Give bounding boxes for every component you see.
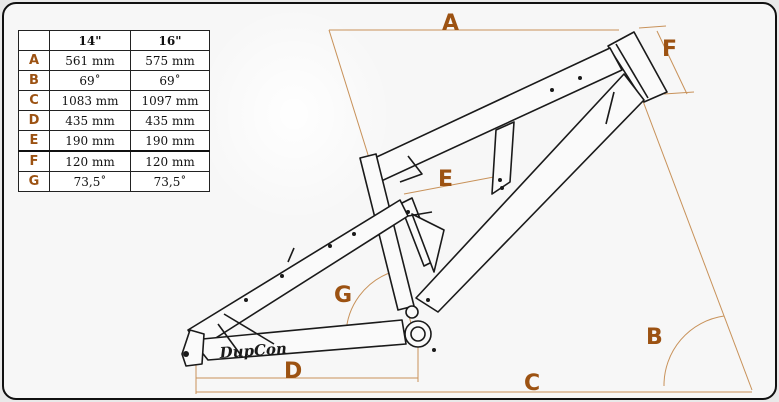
angle-arc-b — [663, 315, 725, 387]
row-key: B — [18, 70, 50, 91]
table-row: F 120 mm 120 mm — [18, 150, 210, 172]
table-header-16: 16" — [130, 30, 210, 51]
value-14: 73,5˚ — [49, 171, 131, 192]
frame-bolts — [183, 76, 582, 357]
row-key: G — [18, 171, 50, 192]
table-row: E 190 mm 190 mm — [18, 130, 210, 152]
bike-frame-diagram: DupCon A B C D E F G — [181, 11, 753, 396]
value-16: 73,5˚ — [130, 171, 210, 192]
stay-brace — [223, 313, 275, 345]
rear-dropout — [181, 329, 205, 367]
bolt — [406, 210, 410, 214]
bolt — [498, 178, 502, 182]
value-16: 69˚ — [130, 70, 210, 91]
bolt — [280, 274, 284, 278]
table-row: G 73,5˚ 73,5˚ — [18, 171, 210, 192]
bolt — [183, 351, 189, 357]
value-14: 435 mm — [49, 110, 131, 131]
brand-logo: DupCon — [218, 339, 287, 362]
background-glow — [194, 4, 394, 224]
value-16: 190 mm — [130, 130, 210, 152]
value-14: 69˚ — [49, 70, 131, 91]
main-pivot — [405, 305, 419, 319]
table-header-row: 14" 16" — [18, 30, 210, 51]
geometry-table: 14" 16" A 561 mm 575 mm B 69˚ 69˚ C 1083… — [18, 30, 210, 192]
dimension-line-f — [656, 30, 688, 95]
row-key: D — [18, 110, 50, 131]
row-key: F — [18, 150, 50, 172]
bolt — [578, 76, 582, 80]
bolt — [328, 244, 332, 248]
table-row: B 69˚ 69˚ — [18, 70, 210, 91]
label-b: B — [646, 325, 663, 350]
label-c: C — [524, 371, 540, 396]
bottom-bracket — [404, 320, 432, 348]
label-d: D — [284, 359, 302, 384]
row-key: E — [18, 130, 50, 152]
table-row: D 435 mm 435 mm — [18, 110, 210, 131]
dimension-line-b — [631, 71, 753, 391]
rocker-link — [411, 213, 445, 273]
down-tube-gusset — [605, 91, 615, 125]
dimension-tick-f-top — [638, 25, 667, 29]
value-16: 1097 mm — [130, 90, 210, 111]
table-row: C 1083 mm 1097 mm — [18, 90, 210, 111]
table-header-corner — [18, 30, 50, 51]
table-row: A 561 mm 575 mm — [18, 50, 210, 71]
stay-brace-2 — [217, 323, 241, 355]
value-14: 561 mm — [49, 50, 131, 71]
label-e: E — [438, 167, 453, 192]
label-g: G — [334, 283, 352, 308]
bike-frame — [181, 31, 668, 367]
dimension-labels: A B C D E F G — [284, 11, 677, 396]
bolt — [352, 232, 356, 236]
head-tube-inner-line — [615, 43, 649, 99]
dimension-tick-f-bottom — [663, 91, 695, 95]
row-key: A — [18, 50, 50, 71]
bolt — [550, 88, 554, 92]
value-14: 1083 mm — [49, 90, 131, 111]
value-16: 575 mm — [130, 50, 210, 71]
bolt — [426, 298, 430, 302]
bolt — [500, 186, 504, 190]
bottom-bracket-inner — [410, 326, 426, 342]
label-f: F — [662, 37, 677, 62]
dimension-line-e — [403, 175, 500, 195]
value-16: 435 mm — [130, 110, 210, 131]
down-tube — [415, 73, 645, 313]
row-key: C — [18, 90, 50, 111]
value-16: 120 mm — [130, 150, 210, 172]
value-14: 190 mm — [49, 130, 131, 152]
label-a: A — [442, 11, 459, 36]
shock-mount — [491, 121, 515, 195]
value-14: 120 mm — [49, 150, 131, 172]
top-tube-gusset — [399, 155, 423, 183]
bolt — [432, 348, 436, 352]
cable-stop — [287, 247, 295, 263]
table-header-14: 14" — [49, 30, 131, 51]
bolt — [244, 298, 248, 302]
